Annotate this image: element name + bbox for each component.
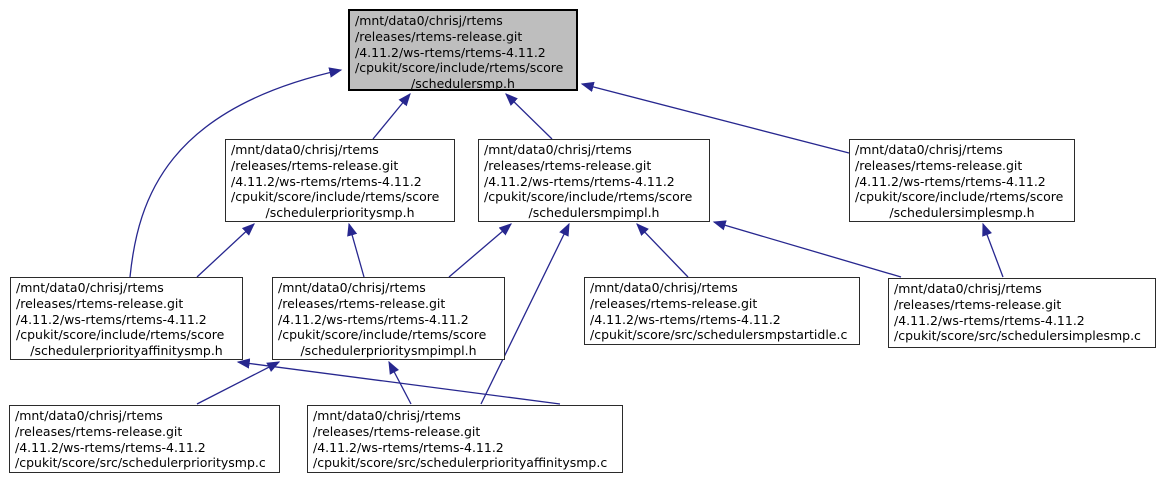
node-schedulersmpimpl-h[interactable]: /mnt/data0/chrisj/rtems /releases/rtems-… [478, 139, 710, 222]
node-path-line: /cpukit/score/include/rtems/score [231, 189, 440, 205]
node-filename: /cpukit/score/src/schedulersimplesmp.c [894, 328, 1141, 344]
node-path-line: /4.11.2/ws-rtems/rtems-4.11.2 [278, 311, 469, 327]
edge-schedulerpriorityaffinitysmp-h-to-schedulerprioritysmp-h [196, 223, 255, 278]
edge-schedulerprioritysmpimpl-h-to-schedulersmpimpl-h [448, 223, 512, 278]
node-path-line: /4.11.2/ws-rtems/rtems-4.11.2 [15, 439, 206, 455]
node-path-line: /releases/rtems-release.git [355, 28, 523, 44]
node-path-line: /releases/rtems-release.git [15, 423, 183, 439]
edge-schedulerpriorityaffinitysmp-c-to-schedulersmpimpl-h [480, 222, 570, 405]
node-path-line: /cpukit/score/include/rtems/score [278, 327, 487, 343]
node-path-line: /mnt/data0/chrisj/rtems [313, 408, 461, 423]
node-path-line: /4.11.2/ws-rtems/rtems-4.11.2 [484, 173, 675, 189]
node-path-line: /releases/rtems-release.git [278, 295, 446, 311]
node-path-line: /4.11.2/ws-rtems/rtems-4.11.2 [355, 44, 546, 60]
node-path-line: /mnt/data0/chrisj/rtems [355, 13, 503, 28]
node-schedulersmp-h: /mnt/data0/chrisj/rtems /releases/rtems-… [348, 9, 578, 91]
node-path-line: /mnt/data0/chrisj/rtems [16, 280, 164, 295]
edge-schedulersimplesmp-c-to-schedulersmpimpl-h [712, 220, 902, 278]
node-path-line: /releases/rtems-release.git [313, 423, 481, 439]
node-filename: /cpukit/score/src/schedulersmpstartidle.… [590, 327, 848, 343]
node-path-line: /4.11.2/ws-rtems/rtems-4.11.2 [894, 312, 1085, 328]
edge-schedulerpriorityaffinitysmp-c-to-schedulerpriorityaffinitysmp-h [236, 358, 561, 405]
node-path-line: /mnt/data0/chrisj/rtems [484, 142, 632, 157]
node-path-line: /releases/rtems-release.git [590, 295, 758, 311]
node-schedulerprioritysmp-h[interactable]: /mnt/data0/chrisj/rtems /releases/rtems-… [225, 139, 455, 222]
node-schedulerprioritysmpimpl-h[interactable]: /mnt/data0/chrisj/rtems /releases/rtems-… [272, 277, 505, 360]
node-schedulersimplesmp-h[interactable]: /mnt/data0/chrisj/rtems /releases/rtems-… [849, 139, 1075, 222]
node-path-line: /cpukit/score/include/rtems/score [484, 189, 693, 205]
node-path-line: /mnt/data0/chrisj/rtems [894, 281, 1042, 296]
node-filename: /schedulerpriorityaffinitysmp.h [30, 343, 223, 359]
node-path-line: /4.11.2/ws-rtems/rtems-4.11.2 [590, 311, 781, 327]
edge-schedulerpriorityaffinitysmp-c-to-schedulerprioritysmpimpl-h [388, 360, 412, 405]
node-path-line: /releases/rtems-release.git [855, 157, 1023, 173]
edge-schedulerprioritysmpimpl-h-to-schedulerprioritysmp-h [347, 222, 365, 278]
node-path-line: /releases/rtems-release.git [894, 296, 1062, 312]
node-filename: /schedulerprioritysmpimpl.h [300, 343, 477, 359]
edge-schedulersimplesmp-c-to-schedulersimplesmp-h [982, 222, 1004, 278]
node-schedulersmpstartidle-c[interactable]: /mnt/data0/chrisj/rtems /releases/rtems-… [584, 277, 860, 345]
node-schedulersimplesmp-c[interactable]: /mnt/data0/chrisj/rtems /releases/rtems-… [888, 278, 1156, 348]
node-path-line: /4.11.2/ws-rtems/rtems-4.11.2 [16, 311, 207, 327]
node-schedulerpriorityaffinitysmp-c[interactable]: /mnt/data0/chrisj/rtems /releases/rtems-… [307, 405, 623, 473]
node-path-line: /cpukit/score/include/rtems/score [16, 327, 225, 343]
node-filename: /schedulersimplesmp.h [889, 205, 1035, 221]
node-path-line: /mnt/data0/chrisj/rtems [278, 280, 426, 295]
node-schedulerpriorityaffinitysmp-h[interactable]: /mnt/data0/chrisj/rtems /releases/rtems-… [10, 277, 243, 360]
node-path-line: /4.11.2/ws-rtems/rtems-4.11.2 [231, 173, 422, 189]
node-path-line: /4.11.2/ws-rtems/rtems-4.11.2 [855, 173, 1046, 189]
edge-schedulerpriorityaffinitysmp-h-to-schedulersmp-h [129, 67, 343, 278]
node-filename: /schedulersmp.h [411, 76, 515, 92]
node-path-line: /releases/rtems-release.git [484, 157, 652, 173]
edge-schedulersimplesmp-h-to-schedulersmp-h [580, 81, 850, 154]
node-path-line: /mnt/data0/chrisj/rtems [590, 280, 738, 295]
node-path-line: /cpukit/score/include/rtems/score [855, 189, 1064, 205]
node-path-line: /releases/rtems-release.git [231, 157, 399, 173]
node-path-line: /releases/rtems-release.git [16, 295, 184, 311]
node-filename: /cpukit/score/src/schedulerpriorityaffin… [313, 455, 608, 471]
node-filename: /cpukit/score/src/schedulerprioritysmp.c [15, 455, 266, 471]
edge-schedulersmpimpl-h-to-schedulersmp-h [505, 93, 553, 140]
node-schedulerprioritysmp-c[interactable]: /mnt/data0/chrisj/rtems /releases/rtems-… [9, 405, 280, 473]
node-filename: /schedulersmpimpl.h [528, 205, 660, 221]
edge-schedulerprioritysmp-h-to-schedulersmp-h [372, 92, 411, 140]
node-filename: /schedulerprioritysmp.h [265, 205, 415, 221]
node-path-line: /mnt/data0/chrisj/rtems [231, 142, 379, 157]
node-path-line: /4.11.2/ws-rtems/rtems-4.11.2 [313, 439, 504, 455]
edge-schedulersmpstartidle-c-to-schedulersmpimpl-h [636, 223, 689, 278]
node-path-line: /mnt/data0/chrisj/rtems [855, 142, 1003, 157]
node-path-line: /mnt/data0/chrisj/rtems [15, 408, 163, 423]
edge-schedulerprioritysmp-c-to-schedulerprioritysmpimpl-h [196, 361, 281, 405]
node-path-line: /cpukit/score/include/rtems/score [355, 60, 564, 76]
